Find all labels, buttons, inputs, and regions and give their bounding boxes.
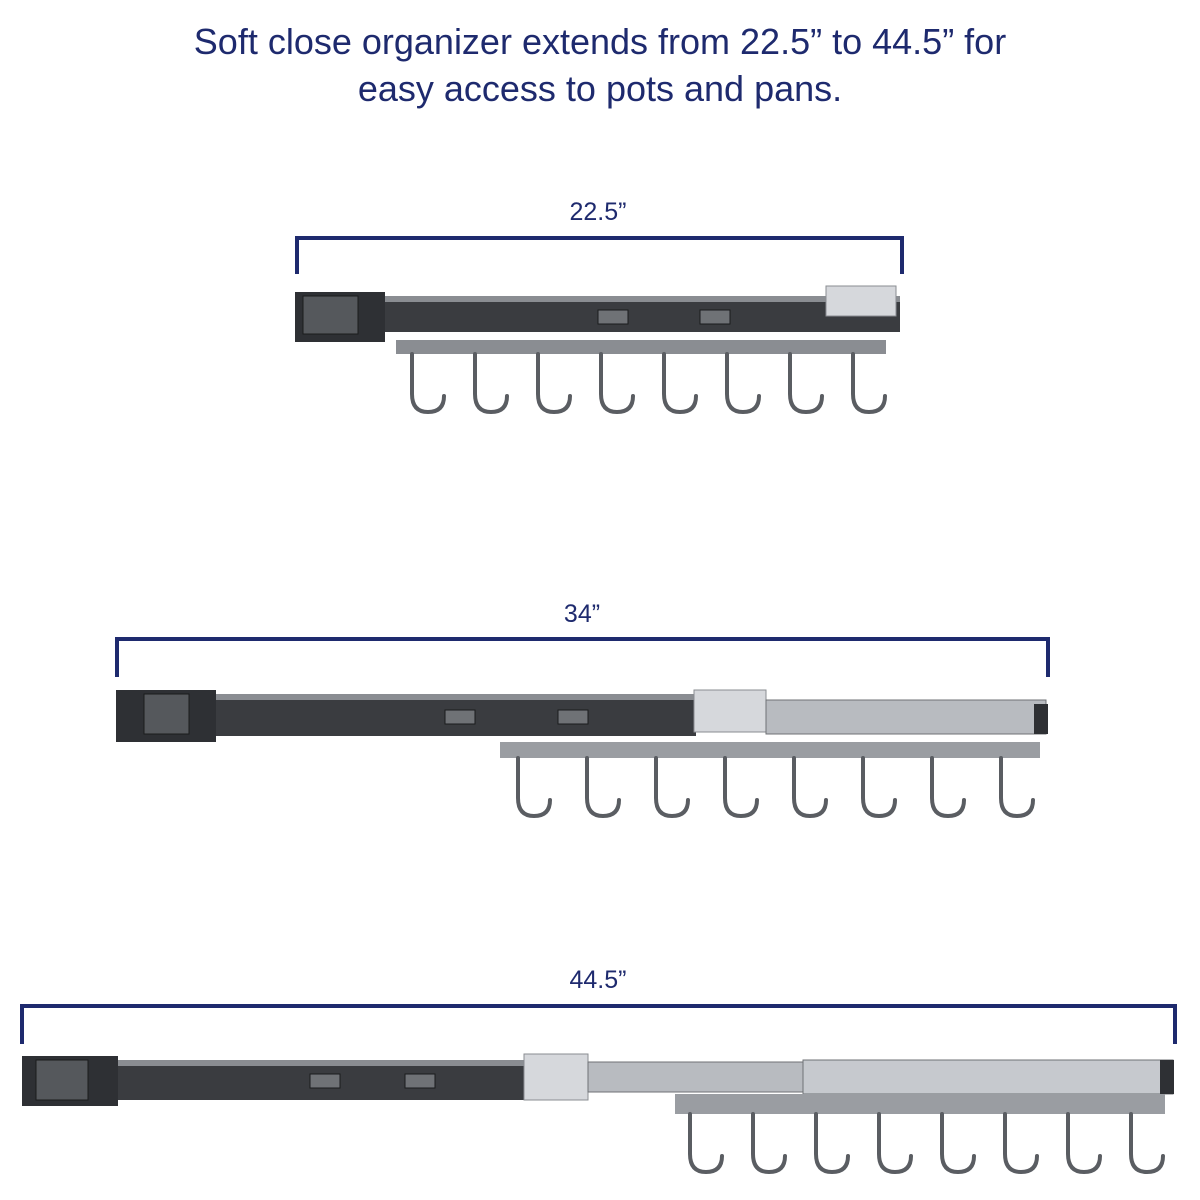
hook [723,756,759,819]
end-cap-plate [302,295,359,335]
hook [814,1112,850,1175]
hook-group [516,756,1035,819]
hook [654,756,690,819]
hook [792,756,828,819]
extension-slide [587,1061,804,1093]
hook [940,1112,976,1175]
hook [725,352,761,415]
hook-group [688,1112,1165,1175]
mount-slot [557,709,589,725]
hook [410,352,446,415]
hook [851,352,887,415]
hook-bar [500,742,1040,758]
soft-close-bracket [523,1053,589,1101]
rail-body [22,1053,1174,1114]
organizer-collapsed [295,285,900,415]
hook [1066,1112,1102,1175]
hook [877,1112,913,1175]
soft-close-bracket [693,689,767,733]
hook [788,352,824,415]
end-cap-plate [143,693,190,735]
hook-bar [675,1094,1165,1114]
rail-body [116,689,1048,758]
hook [861,756,897,819]
hook [1129,1112,1165,1175]
hook [662,352,698,415]
hook [999,756,1035,819]
dimension-label-long: 44.5” [569,966,627,994]
hook-bar [396,340,886,354]
hook [585,756,621,819]
headline-line-2: easy access to pots and pans. [357,68,843,109]
hook [688,1112,724,1175]
hook-group [410,352,887,415]
end-cap-plate [35,1059,89,1101]
hook [516,756,552,819]
hook [930,756,966,819]
dimension-label-mid: 34” [563,600,601,628]
dimension-bracket-short [295,236,904,274]
dimension-bracket-long [20,1004,1177,1044]
hook [473,352,509,415]
organizer-fully-extended [22,1053,1174,1175]
soft-close-bracket [825,285,897,317]
dimension-bracket-mid [115,637,1050,677]
dimension-label-short: 22.5” [569,198,627,226]
extension-slide-outer [802,1059,1174,1095]
hook [536,352,572,415]
organizer-mid-extended [116,689,1048,819]
headline: Soft close organizer extends from 22.5” … [0,18,1200,112]
hook [1003,1112,1039,1175]
hook [599,352,635,415]
mount-slot [597,309,629,325]
mount-slot [444,709,476,725]
mount-slot [404,1073,436,1089]
headline-line-1: Soft close organizer extends from 22.5” … [193,21,1007,62]
mount-slot [699,309,731,325]
mount-slot [309,1073,341,1089]
extension-slide [765,699,1047,735]
rail-body [295,285,900,354]
hook [751,1112,787,1175]
